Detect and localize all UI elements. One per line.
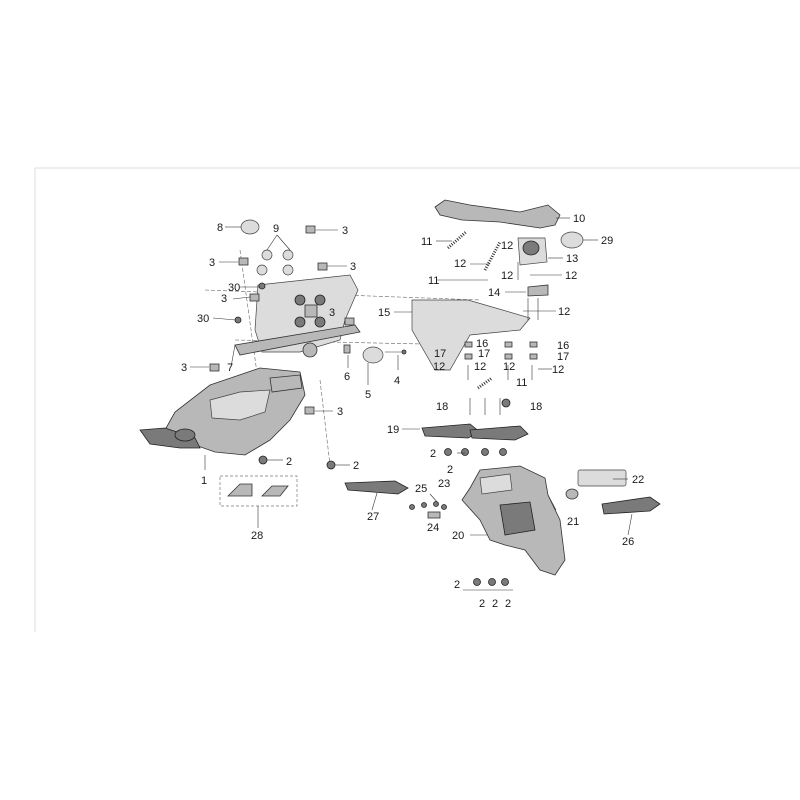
label-part-17: 17 xyxy=(478,348,490,360)
label-part-17: 17 xyxy=(434,348,446,360)
tail-light-assembly xyxy=(344,199,661,586)
label-part-16: 16 xyxy=(557,340,569,352)
label-part-22: 22 xyxy=(632,474,644,486)
label-part-11: 11 xyxy=(516,377,527,389)
label-part-30: 30 xyxy=(228,282,240,294)
label-part-5: 5 xyxy=(365,389,371,401)
label-part-24: 24 xyxy=(427,522,439,534)
label-part-12: 12 xyxy=(501,240,513,252)
label-part-12: 12 xyxy=(565,270,577,282)
indicator-left-part-27 xyxy=(344,480,409,495)
label-part-3: 3 xyxy=(209,257,215,269)
label-part-18: 18 xyxy=(530,401,542,413)
label-part-1: 1 xyxy=(201,475,207,487)
label-part-30: 30 xyxy=(197,313,209,325)
label-part-12: 12 xyxy=(474,361,486,373)
label-part-2: 2 xyxy=(454,579,460,591)
label-part-3: 3 xyxy=(342,225,348,237)
label-part-13: 13 xyxy=(566,253,578,265)
cap-part-8 xyxy=(240,219,260,235)
label-part-18: 18 xyxy=(436,401,448,413)
label-part-26: 26 xyxy=(622,536,634,548)
rear-cowl-part-10 xyxy=(434,199,561,229)
label-part-8: 8 xyxy=(217,222,223,234)
label-part-25: 25 xyxy=(415,483,427,495)
bracket-part-15 xyxy=(411,299,531,371)
label-part-16: 16 xyxy=(476,338,488,350)
label-part-3: 3 xyxy=(181,362,187,374)
label-part-2: 2 xyxy=(505,598,511,610)
label-part-17: 17 xyxy=(557,351,569,363)
grommet-9b xyxy=(282,249,294,261)
label-part-19: 19 xyxy=(387,424,399,436)
part-number-labels: 1 2 2 2 2 2 2 2 2 3 3 3 3 3 3 3 4 5 6 7 … xyxy=(181,213,644,610)
label-part-7: 7 xyxy=(227,362,233,374)
label-part-3: 3 xyxy=(350,261,356,273)
label-part-11: 11 xyxy=(428,275,439,287)
label-part-21: 21 xyxy=(567,516,579,528)
label-part-12: 12 xyxy=(501,270,513,282)
label-part-3: 3 xyxy=(329,307,335,319)
label-part-2: 2 xyxy=(430,448,436,460)
label-part-12: 12 xyxy=(558,306,570,318)
label-part-23: 23 xyxy=(438,478,450,490)
label-part-15: 15 xyxy=(378,307,390,319)
indicator-right-part-26 xyxy=(601,496,661,515)
rear-fender-assembly xyxy=(139,219,481,528)
label-part-3: 3 xyxy=(337,406,343,418)
label-part-12: 12 xyxy=(552,364,564,376)
label-part-9: 9 xyxy=(273,223,279,235)
clamp-part-5 xyxy=(362,346,384,364)
label-part-20: 20 xyxy=(452,530,464,542)
label-part-12: 12 xyxy=(454,258,466,270)
label-part-27: 27 xyxy=(367,511,379,523)
label-part-2: 2 xyxy=(492,598,498,610)
label-part-3: 3 xyxy=(221,293,227,305)
leader-lines xyxy=(190,217,633,591)
label-part-12: 12 xyxy=(433,361,445,373)
label-part-2: 2 xyxy=(286,456,292,468)
label-part-6: 6 xyxy=(344,371,350,383)
label-part-29: 29 xyxy=(601,235,613,247)
label-part-4: 4 xyxy=(394,375,400,387)
label-part-14: 14 xyxy=(488,287,500,299)
label-part-12: 12 xyxy=(503,361,515,373)
label-part-2: 2 xyxy=(479,598,485,610)
label-part-2: 2 xyxy=(447,464,453,476)
ring-part-29 xyxy=(560,231,584,249)
label-part-11: 11 xyxy=(421,236,432,248)
sticker-kit-box xyxy=(219,475,298,507)
label-part-28: 28 xyxy=(251,530,263,542)
label-part-10: 10 xyxy=(573,213,585,225)
label-part-2: 2 xyxy=(353,460,359,472)
grommet-9a xyxy=(261,249,273,261)
plate-light-part-22 xyxy=(577,469,627,487)
